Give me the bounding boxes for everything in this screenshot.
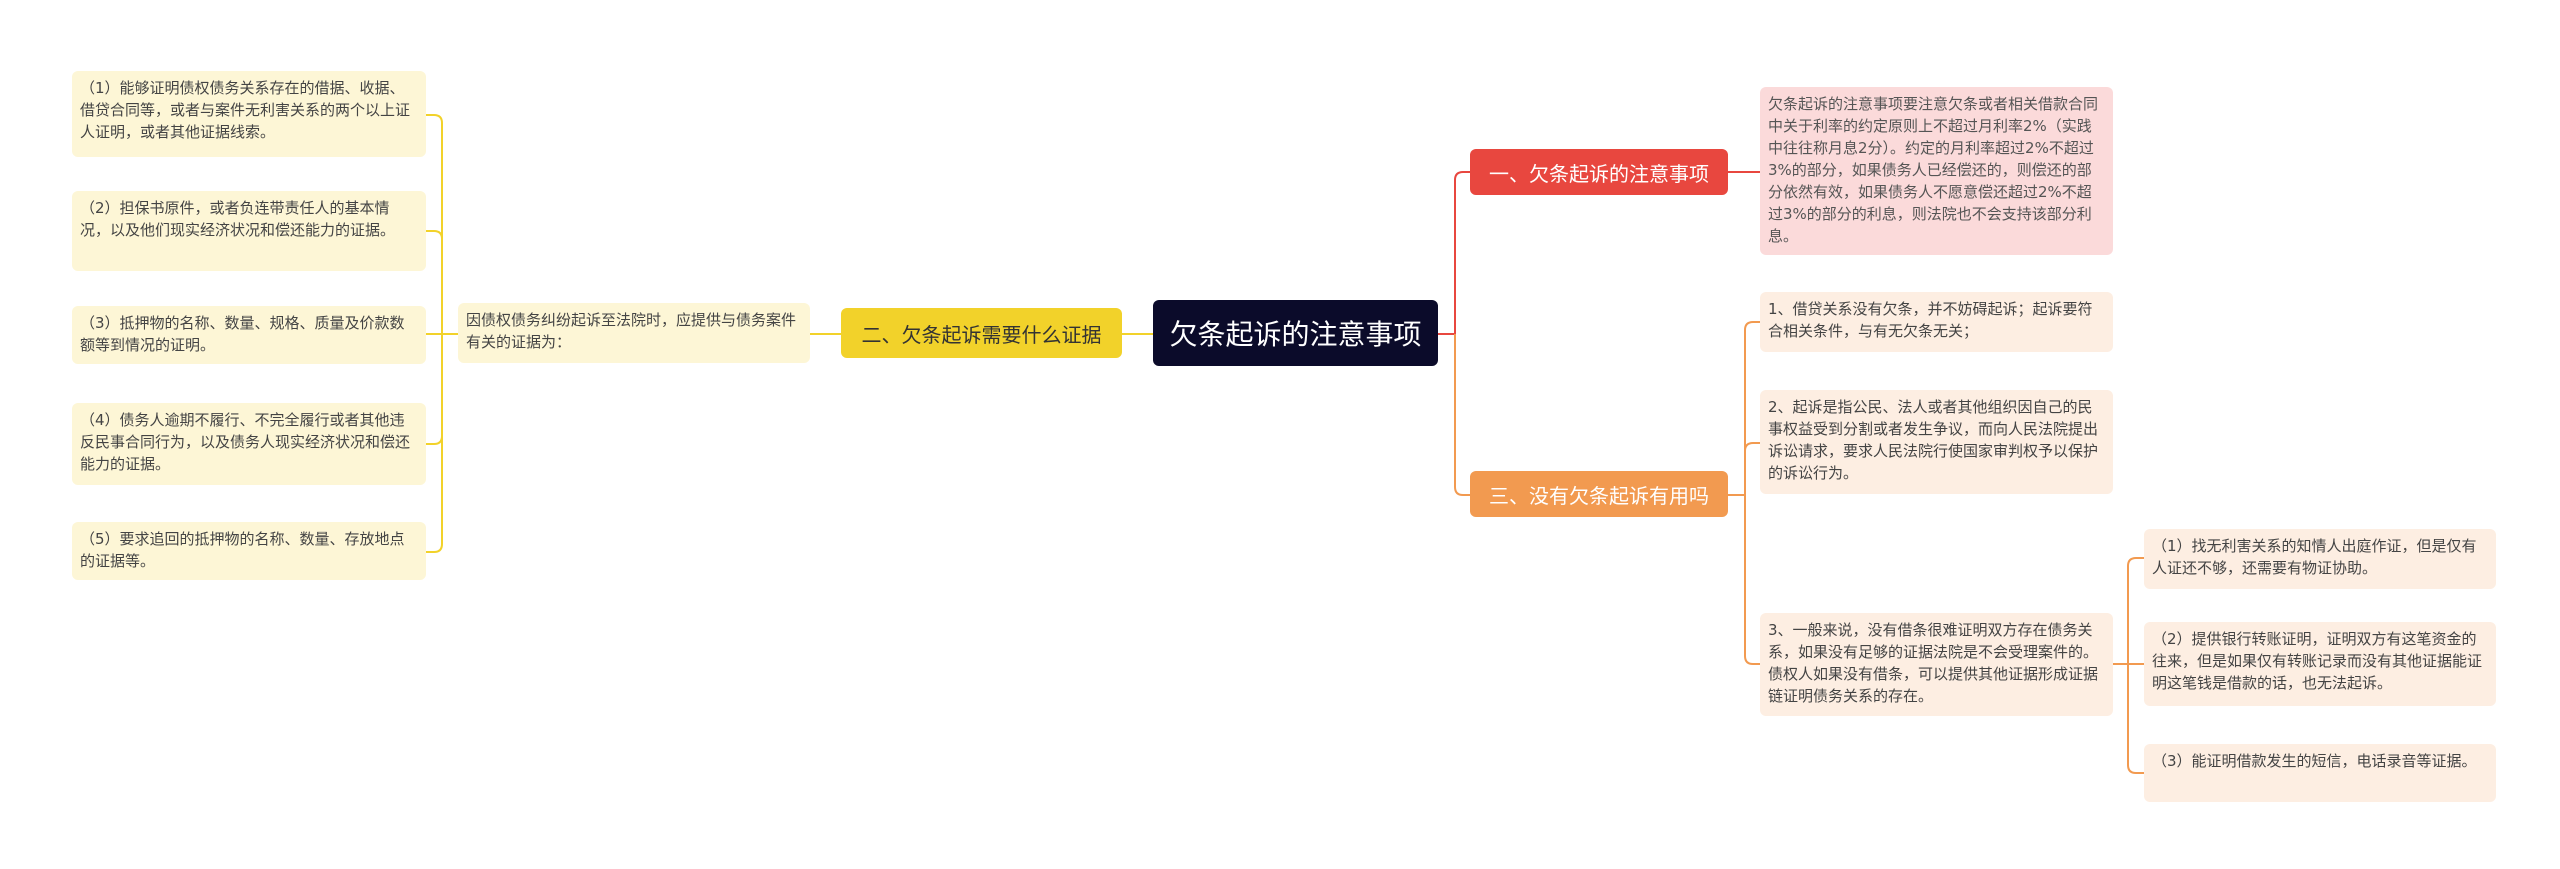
branch-2-item-4[interactable]: （4）债务人逾期不履行、不完全履行或者其他违反民事合同行为，以及债务人现实经济状… — [72, 403, 426, 485]
branch-3-label[interactable]: 三、没有欠条起诉有用吗 — [1470, 471, 1728, 517]
branch-1-label[interactable]: 一、欠条起诉的注意事项 — [1470, 149, 1728, 195]
branch-2-item-5[interactable]: （5）要求追回的抵押物的名称、数量、存放地点的证据等。 — [72, 522, 426, 580]
central-topic[interactable]: 欠条起诉的注意事项 — [1153, 300, 1438, 366]
branch-2-label[interactable]: 二、欠条起诉需要什么证据 — [841, 308, 1122, 358]
branch-3-item-2[interactable]: 2、起诉是指公民、法人或者其他组织因自己的民事权益受到分割或者发生争议，而向人民… — [1760, 390, 2113, 494]
branch-2-intro[interactable]: 因债权债务纠纷起诉至法院时，应提供与债务案件有关的证据为： — [458, 303, 810, 363]
branch-3-sub-item-2[interactable]: （2）提供银行转账证明，证明双方有这笔资金的往来，但是如果仅有转账记录而没有其他… — [2144, 622, 2496, 706]
branch-3-item-1[interactable]: 1、借贷关系没有欠条，并不妨碍起诉；起诉要符合相关条件，与有无欠条无关； — [1760, 292, 2113, 352]
branch-3-sub-item-1[interactable]: （1）找无利害关系的知情人出庭作证，但是仅有人证还不够，还需要有物证协助。 — [2144, 529, 2496, 589]
branch-2-item-3[interactable]: （3）抵押物的名称、数量、规格、质量及价款数额等到情况的证明。 — [72, 306, 426, 364]
branch-3-sub-item-3[interactable]: （3）能证明借款发生的短信，电话录音等证据。 — [2144, 744, 2496, 802]
branch-1-leaf[interactable]: 欠条起诉的注意事项要注意欠条或者相关借款合同中关于利率的约定原则上不超过月利率2… — [1760, 87, 2113, 255]
branch-2-item-1[interactable]: （1）能够证明债权债务关系存在的借据、收据、借贷合同等，或者与案件无利害关系的两… — [72, 71, 426, 157]
branch-3-item-3[interactable]: 3、一般来说，没有借条很难证明双方存在债务关系，如果没有足够的证据法院是不会受理… — [1760, 613, 2113, 716]
branch-2-item-2[interactable]: （2）担保书原件，或者负连带责任人的基本情况，以及他们现实经济状况和偿还能力的证… — [72, 191, 426, 271]
